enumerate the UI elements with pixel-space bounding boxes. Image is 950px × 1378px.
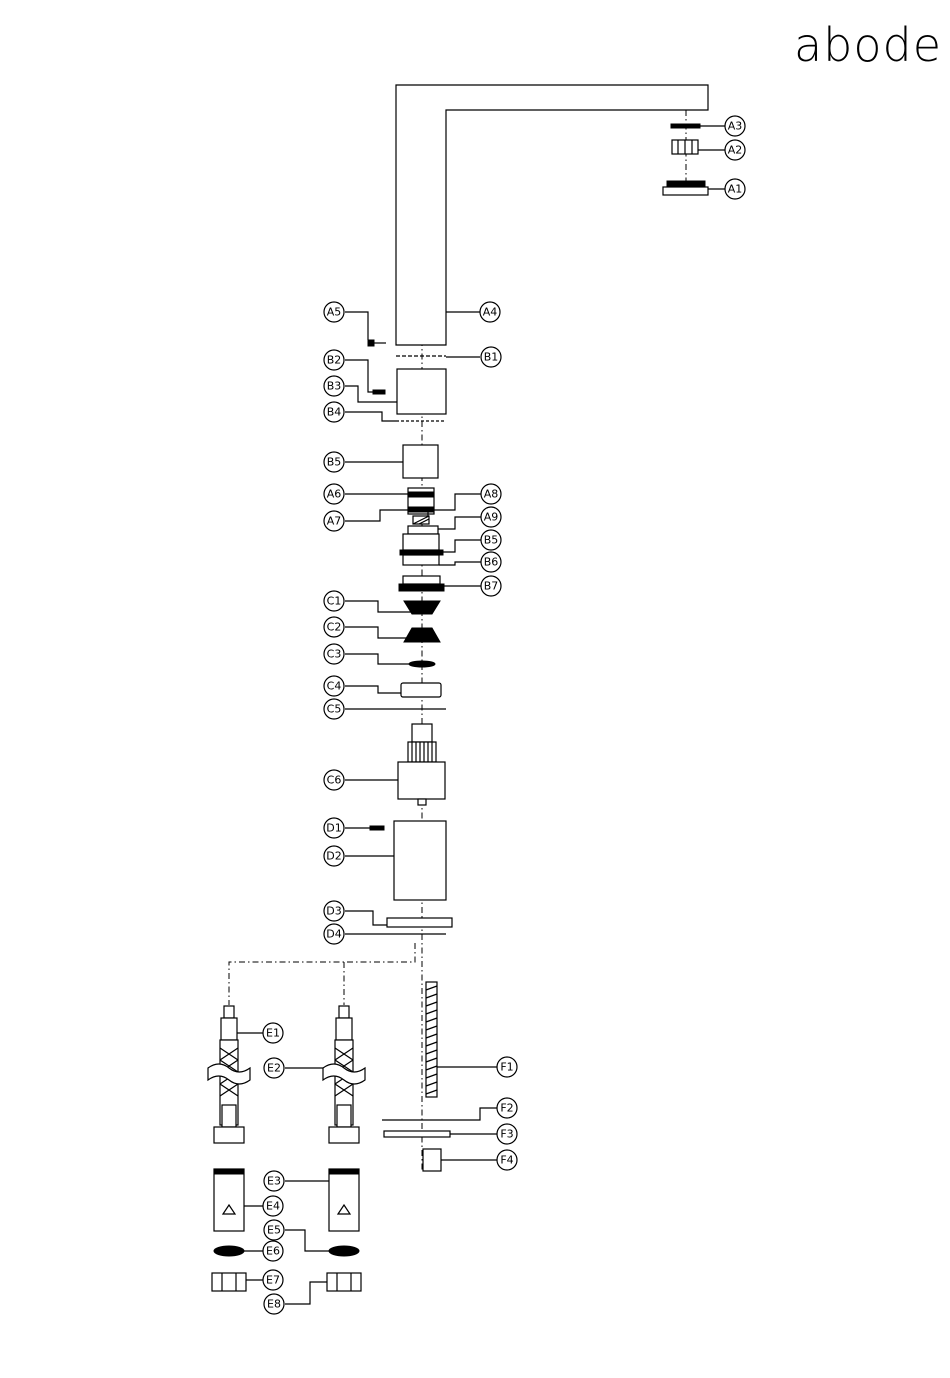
c-parts: [398, 601, 446, 805]
callout-e5: E5: [264, 1220, 284, 1240]
callout-b7: B7: [481, 576, 501, 596]
callout-label: D3: [326, 905, 341, 918]
callout-c1: C1: [324, 591, 344, 611]
callout-label: E3: [267, 1175, 281, 1188]
callout-e2: E2: [264, 1058, 284, 1078]
callout-label: B1: [484, 351, 499, 364]
callout-f3: F3: [497, 1124, 517, 1144]
callout-label: D4: [326, 928, 341, 941]
callout-label: E5: [267, 1224, 281, 1237]
d-parts: [370, 821, 452, 934]
callout-e1: E1: [263, 1023, 283, 1043]
callout-label: C1: [327, 595, 342, 608]
callout-b3: B3: [324, 376, 344, 396]
callout-label: A2: [728, 144, 743, 157]
callout-d2: D2: [324, 846, 344, 866]
callout-label: A1: [728, 183, 743, 196]
callout-a4: A4: [480, 302, 500, 322]
callout-label: F3: [500, 1128, 513, 1141]
callout-label: E1: [266, 1027, 280, 1040]
callout-label: C3: [327, 648, 342, 661]
callout-label: E8: [267, 1298, 281, 1311]
callout-label: A5: [327, 306, 342, 319]
callout-label: E2: [267, 1062, 281, 1075]
hose-assembly-left: [208, 1006, 250, 1291]
callout-d1: D1: [324, 818, 344, 838]
callout-label: E4: [266, 1200, 280, 1213]
grub-screw-a5: [368, 340, 386, 346]
hose-routing-line: [229, 943, 415, 1005]
callout-e8: E8: [264, 1294, 284, 1314]
callout-b5b: B5: [481, 530, 501, 550]
callout-label: B6: [484, 556, 499, 569]
leader-lines: [237, 126, 725, 1304]
callout-label: B5: [484, 534, 499, 547]
callout-label: B7: [484, 580, 499, 593]
callout-label: C5: [327, 703, 342, 716]
spout-body: [396, 85, 708, 345]
callout-label: A6: [327, 488, 342, 501]
callout-label: B5: [327, 456, 342, 469]
callout-d3: D3: [324, 901, 344, 921]
callout-a6: A6: [324, 484, 344, 504]
callout-c3: C3: [324, 644, 344, 664]
callout-a3: A3: [725, 116, 745, 136]
callout-c6: C6: [324, 770, 344, 790]
callout-e4: E4: [263, 1196, 283, 1216]
callout-a8: A8: [481, 484, 501, 504]
callout-c4: C4: [324, 676, 344, 696]
callout-label: B2: [327, 354, 342, 367]
callout-label: C6: [327, 774, 342, 787]
callout-b5a: B5: [324, 452, 344, 472]
callout-f1: F1: [497, 1057, 517, 1077]
callout-label: F4: [500, 1154, 513, 1167]
callout-label: C4: [327, 680, 342, 693]
callout-label: F1: [500, 1061, 513, 1074]
callout-label: E6: [266, 1245, 280, 1258]
callout-a1: A1: [725, 179, 745, 199]
callout-label: C2: [327, 621, 342, 634]
callout-a5: A5: [324, 302, 344, 322]
callout-label: B4: [327, 406, 342, 419]
main-centerline: [422, 110, 686, 1170]
hose-assembly-right: [323, 1006, 365, 1291]
callout-label: F2: [500, 1102, 513, 1115]
callout-e3: E3: [264, 1171, 284, 1191]
callout-b2: B2: [324, 350, 344, 370]
f-parts: [382, 982, 455, 1171]
callout-label: B3: [327, 380, 342, 393]
callout-label: A9: [484, 511, 499, 524]
callout-label: D2: [326, 850, 341, 863]
callout-e7: E7: [263, 1270, 283, 1290]
callout-label: A3: [728, 120, 743, 133]
callout-e6: E6: [263, 1241, 283, 1261]
callout-label: A7: [327, 515, 342, 528]
callout-label: E7: [266, 1274, 280, 1287]
callout-f2: F2: [497, 1098, 517, 1118]
callout-label: A8: [484, 488, 499, 501]
callout-f4: F4: [497, 1150, 517, 1170]
callout-a2: A2: [725, 140, 745, 160]
callout-a7: A7: [324, 511, 344, 531]
callout-label: D1: [326, 822, 341, 835]
callout-label: A4: [483, 306, 498, 319]
callout-b4: B4: [324, 402, 344, 422]
callout-c2: C2: [324, 617, 344, 637]
b-parts: [373, 356, 446, 478]
callout-d4: D4: [324, 924, 344, 944]
cartridge-upper-parts: [399, 488, 444, 591]
callout-b1: B1: [481, 347, 501, 367]
callout-c5: C5: [324, 699, 344, 719]
callout-b6: B6: [481, 552, 501, 572]
callout-a9: A9: [481, 507, 501, 527]
